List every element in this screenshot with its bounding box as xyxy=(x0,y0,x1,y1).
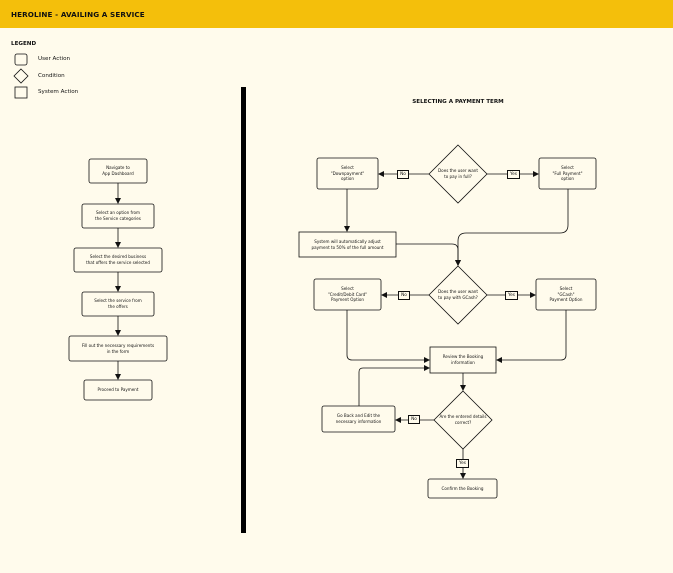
legend-condition-shape xyxy=(13,68,29,84)
label-no-gcash: No xyxy=(398,291,410,300)
node-proceed-payment xyxy=(83,379,153,401)
label-no-pay-in-full: No xyxy=(397,170,409,179)
legend-system-action-shape xyxy=(14,86,28,99)
label-yes-details: Yes xyxy=(456,459,469,468)
connector-gcash-review xyxy=(496,310,567,363)
legend-label-user-action: User Action xyxy=(38,56,71,62)
label-yes-pay-in-full: Yes xyxy=(507,170,520,179)
legend-title: LEGEND xyxy=(11,41,37,47)
node-select-service xyxy=(81,291,155,317)
header-bar: HEROLINE - AVAILING A SERVICE xyxy=(0,0,673,28)
legend-label-condition: Condition xyxy=(38,73,65,79)
node-go-back-edit xyxy=(321,405,396,433)
legend-user-action-shape xyxy=(14,53,28,66)
section-title-payment-term: SELECTING A PAYMENT TERM xyxy=(412,99,504,105)
legend-label-system-action: System Action xyxy=(38,89,79,95)
page-title: HEROLINE - AVAILING A SERVICE xyxy=(11,10,145,19)
node-confirm-booking xyxy=(427,478,498,499)
condition-details-correct xyxy=(433,390,493,450)
node-navigate-dashboard xyxy=(88,158,148,184)
connector-full-d2 xyxy=(455,189,569,266)
node-select-card xyxy=(313,278,382,311)
connector-edit-review xyxy=(358,365,430,406)
node-review-booking xyxy=(429,346,497,374)
node-system-adjust-payment xyxy=(298,231,397,258)
node-select-gcash xyxy=(535,278,597,311)
connector-system-d2 xyxy=(396,243,461,266)
node-select-full-payment xyxy=(538,157,597,190)
condition-pay-in-full xyxy=(428,144,488,204)
node-fill-requirements xyxy=(68,335,168,362)
section-divider xyxy=(241,87,246,533)
node-select-downpayment xyxy=(316,157,379,190)
condition-pay-with-gcash xyxy=(428,265,488,325)
connector-card-review xyxy=(346,310,430,363)
node-select-business xyxy=(73,247,163,273)
label-yes-gcash: Yes xyxy=(505,291,518,300)
node-select-category xyxy=(81,203,155,229)
label-no-details: No xyxy=(408,415,420,424)
